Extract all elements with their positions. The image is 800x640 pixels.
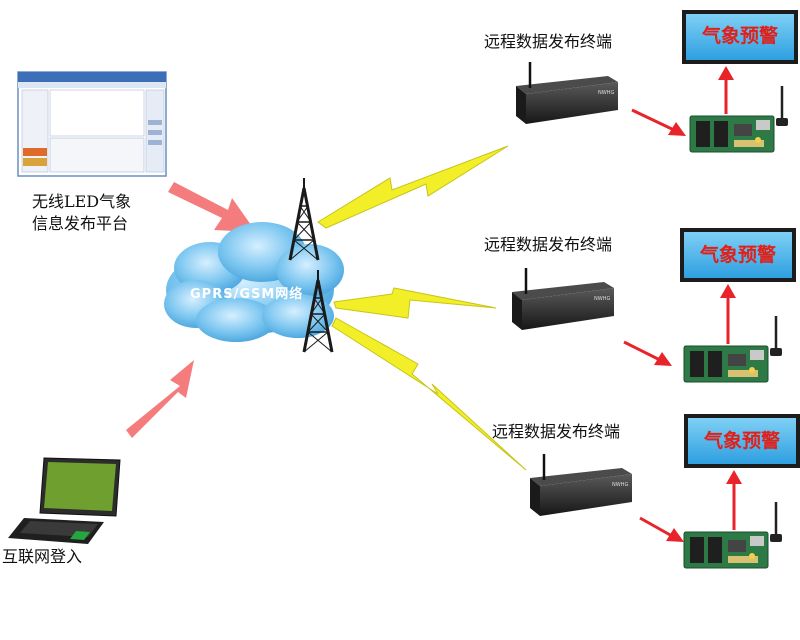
terminal-label-1: 远程数据发布终端 — [484, 32, 612, 51]
led-controller-board — [688, 84, 790, 154]
arrow-internet-to-cloud — [126, 360, 194, 438]
arrow-board-to-screen-1 — [718, 66, 734, 114]
led-display-text-2: 气象预警 — [699, 243, 776, 266]
platform-label-line2: 信息发布平台 — [32, 214, 128, 233]
led-display-text-1: 气象预警 — [701, 24, 778, 47]
led-controller-board — [682, 314, 784, 384]
arrow-terminal-to-board-2 — [623, 340, 672, 366]
arrow-platform-to-cloud — [168, 182, 256, 232]
radio-terminal-box — [514, 60, 620, 126]
led-display-text-3: 气象预警 — [703, 429, 780, 452]
arrow-terminal-to-board-1 — [631, 108, 686, 136]
terminal-label-2: 远程数据发布终端 — [484, 235, 612, 254]
wireless-link-3 — [331, 317, 527, 471]
wireless-link-2 — [333, 287, 497, 319]
cloud-label: GPRS/GSM网络 — [190, 286, 303, 302]
laptop-icon — [8, 457, 121, 544]
wireless-link-1 — [317, 145, 509, 229]
radio-terminal-box — [528, 452, 634, 518]
gprs-gsm-cloud — [164, 222, 344, 342]
software-window-screenshot — [17, 71, 167, 177]
arrow-board-to-screen-3 — [726, 470, 742, 530]
radio-terminal-box — [510, 266, 616, 332]
platform-label-line1: 无线LED气象 — [32, 192, 131, 211]
arrow-board-to-screen-2 — [720, 284, 736, 344]
internet-login-label: 互联网登入 — [2, 547, 82, 566]
arrow-terminal-to-board-3 — [639, 516, 684, 542]
terminal-label-3: 远程数据发布终端 — [492, 422, 620, 441]
